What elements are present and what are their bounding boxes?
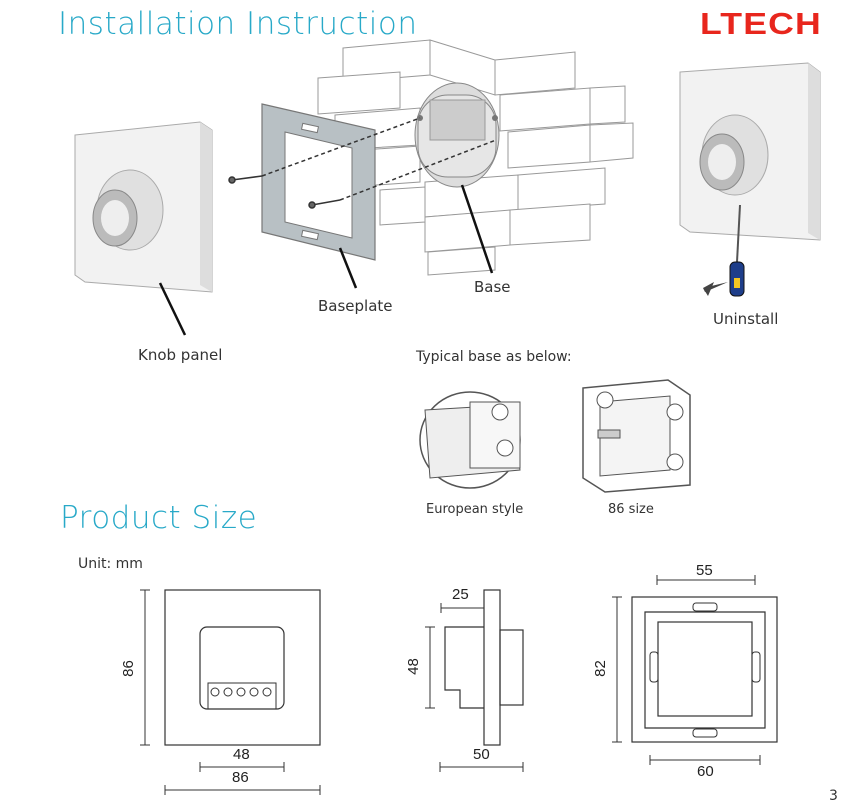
size-86-label: 86 size bbox=[608, 502, 654, 517]
european-style-label: European style bbox=[426, 502, 524, 517]
baseplate-frame bbox=[261, 103, 376, 261]
side-height-dim: 48 bbox=[404, 658, 422, 675]
side-depth-bottom-dim: 50 bbox=[473, 746, 490, 763]
european-base-illustration bbox=[419, 391, 521, 489]
typical-base-caption: Typical base as below: bbox=[416, 349, 572, 365]
page-title: Installation Instruction bbox=[58, 6, 418, 42]
baseplate-label: Baseplate bbox=[318, 297, 393, 315]
wall-base-box bbox=[414, 82, 500, 188]
side-view-drawing bbox=[425, 589, 524, 772]
front-width-dim: 86 bbox=[232, 769, 249, 786]
mounting-screws bbox=[228, 117, 497, 209]
unit-label: Unit: mm bbox=[78, 556, 143, 572]
front-height-dim: 86 bbox=[119, 660, 137, 677]
brand-logo: LTECH bbox=[700, 6, 822, 41]
base-label: Base bbox=[474, 278, 511, 296]
uninstall-panel-device bbox=[679, 62, 821, 241]
front-view-drawing bbox=[140, 589, 321, 795]
brick-wall bbox=[317, 39, 634, 276]
screwdriver-icon bbox=[703, 204, 745, 297]
knob-panel-label: Knob panel bbox=[138, 346, 223, 364]
86-base-illustration bbox=[582, 379, 691, 493]
knob-panel-device bbox=[74, 121, 213, 293]
uninstall-label: Uninstall bbox=[713, 310, 779, 328]
back-height-dim: 82 bbox=[591, 660, 609, 677]
front-inner-width-dim: 48 bbox=[233, 746, 250, 763]
back-bottom-dim: 60 bbox=[697, 763, 714, 780]
product-size-title: Product Size bbox=[60, 500, 258, 536]
back-top-dim: 55 bbox=[696, 562, 713, 579]
back-view-drawing bbox=[612, 575, 778, 765]
side-depth-top-dim: 25 bbox=[452, 586, 469, 603]
page-number: 3 bbox=[829, 788, 838, 804]
leader-lines bbox=[158, 184, 494, 336]
